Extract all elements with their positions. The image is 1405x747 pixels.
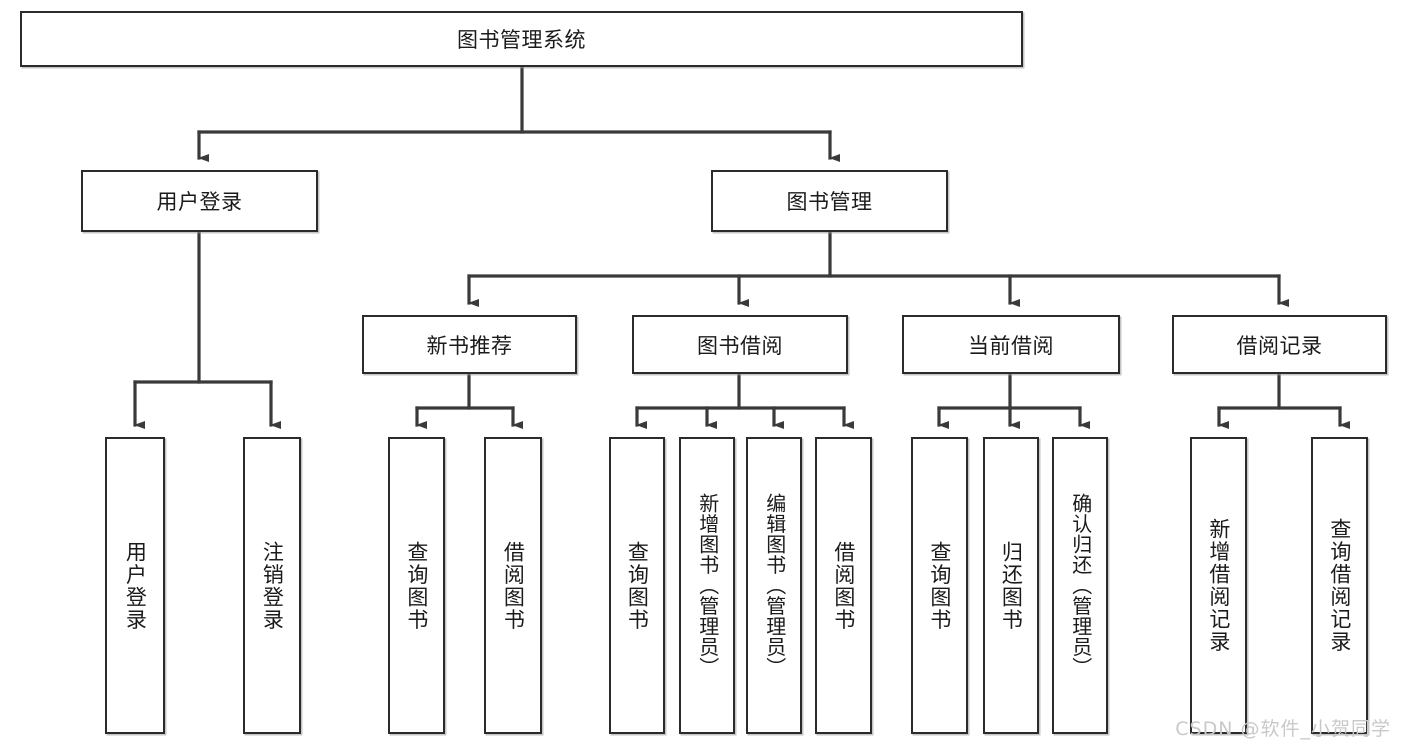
leaf-edit-book-admin-label: 编辑图书（管理员） bbox=[762, 493, 787, 678]
leaf-query-borrow-record[interactable]: 查询借阅记录 bbox=[1311, 437, 1368, 734]
leaf-add-borrow-record[interactable]: 新增借阅记录 bbox=[1190, 437, 1247, 734]
leaf-logout[interactable]: 注销登录 bbox=[243, 437, 301, 734]
node-root[interactable]: 图书管理系统 bbox=[20, 11, 1023, 67]
node-borrow-record[interactable]: 借阅记录 bbox=[1172, 315, 1387, 374]
leaf-query-book-recommend-label: 查询图书 bbox=[404, 540, 429, 631]
leaf-logout-label: 注销登录 bbox=[260, 540, 285, 631]
leaf-query-borrow-record-label: 查询借阅记录 bbox=[1327, 518, 1352, 653]
leaf-return-book[interactable]: 归还图书 bbox=[983, 437, 1039, 734]
leaf-borrow-book[interactable]: 借阅图书 bbox=[815, 437, 872, 734]
leaf-borrow-book-recommend-label: 借阅图书 bbox=[501, 540, 526, 631]
node-current-borrow[interactable]: 当前借阅 bbox=[902, 315, 1120, 374]
leaf-confirm-return-admin[interactable]: 确认归还（管理员） bbox=[1052, 437, 1108, 734]
leaf-query-book-borrow[interactable]: 查询图书 bbox=[609, 437, 665, 734]
node-root-label: 图书管理系统 bbox=[457, 28, 586, 52]
leaf-borrow-book-label: 借阅图书 bbox=[831, 540, 856, 631]
leaf-user-login-label: 用户登录 bbox=[123, 540, 148, 631]
node-user-login[interactable]: 用户登录 bbox=[81, 170, 318, 232]
leaf-query-book-current-label: 查询图书 bbox=[927, 540, 952, 631]
node-borrow-record-label: 借阅记录 bbox=[1236, 333, 1323, 358]
node-new-book-recommend[interactable]: 新书推荐 bbox=[362, 315, 577, 374]
node-book-management-label: 图书管理 bbox=[786, 190, 873, 214]
leaf-edit-book-admin[interactable]: 编辑图书（管理员） bbox=[746, 437, 802, 734]
leaf-add-borrow-record-label: 新增借阅记录 bbox=[1206, 518, 1231, 653]
leaf-query-book-current[interactable]: 查询图书 bbox=[911, 437, 968, 734]
node-new-book-recommend-label: 新书推荐 bbox=[426, 333, 513, 358]
node-book-management[interactable]: 图书管理 bbox=[711, 170, 948, 232]
leaf-return-book-label: 归还图书 bbox=[999, 540, 1024, 631]
watermark-text: CSDN @软件_小贺同学 bbox=[1175, 718, 1391, 740]
node-book-borrow-label: 图书借阅 bbox=[697, 333, 783, 358]
leaf-user-login[interactable]: 用户登录 bbox=[105, 437, 165, 734]
leaf-add-book-admin[interactable]: 新增图书（管理员） bbox=[679, 437, 735, 734]
leaf-query-book-recommend[interactable]: 查询图书 bbox=[388, 437, 445, 734]
leaf-query-book-borrow-label: 查询图书 bbox=[625, 540, 650, 631]
node-book-borrow[interactable]: 图书借阅 bbox=[632, 315, 848, 374]
node-user-login-label: 用户登录 bbox=[156, 190, 243, 214]
node-current-borrow-label: 当前借阅 bbox=[968, 333, 1054, 358]
leaf-add-book-admin-label: 新增图书（管理员） bbox=[695, 493, 720, 678]
leaf-borrow-book-recommend[interactable]: 借阅图书 bbox=[484, 437, 542, 734]
leaf-confirm-return-admin-label: 确认归还（管理员） bbox=[1068, 493, 1093, 678]
